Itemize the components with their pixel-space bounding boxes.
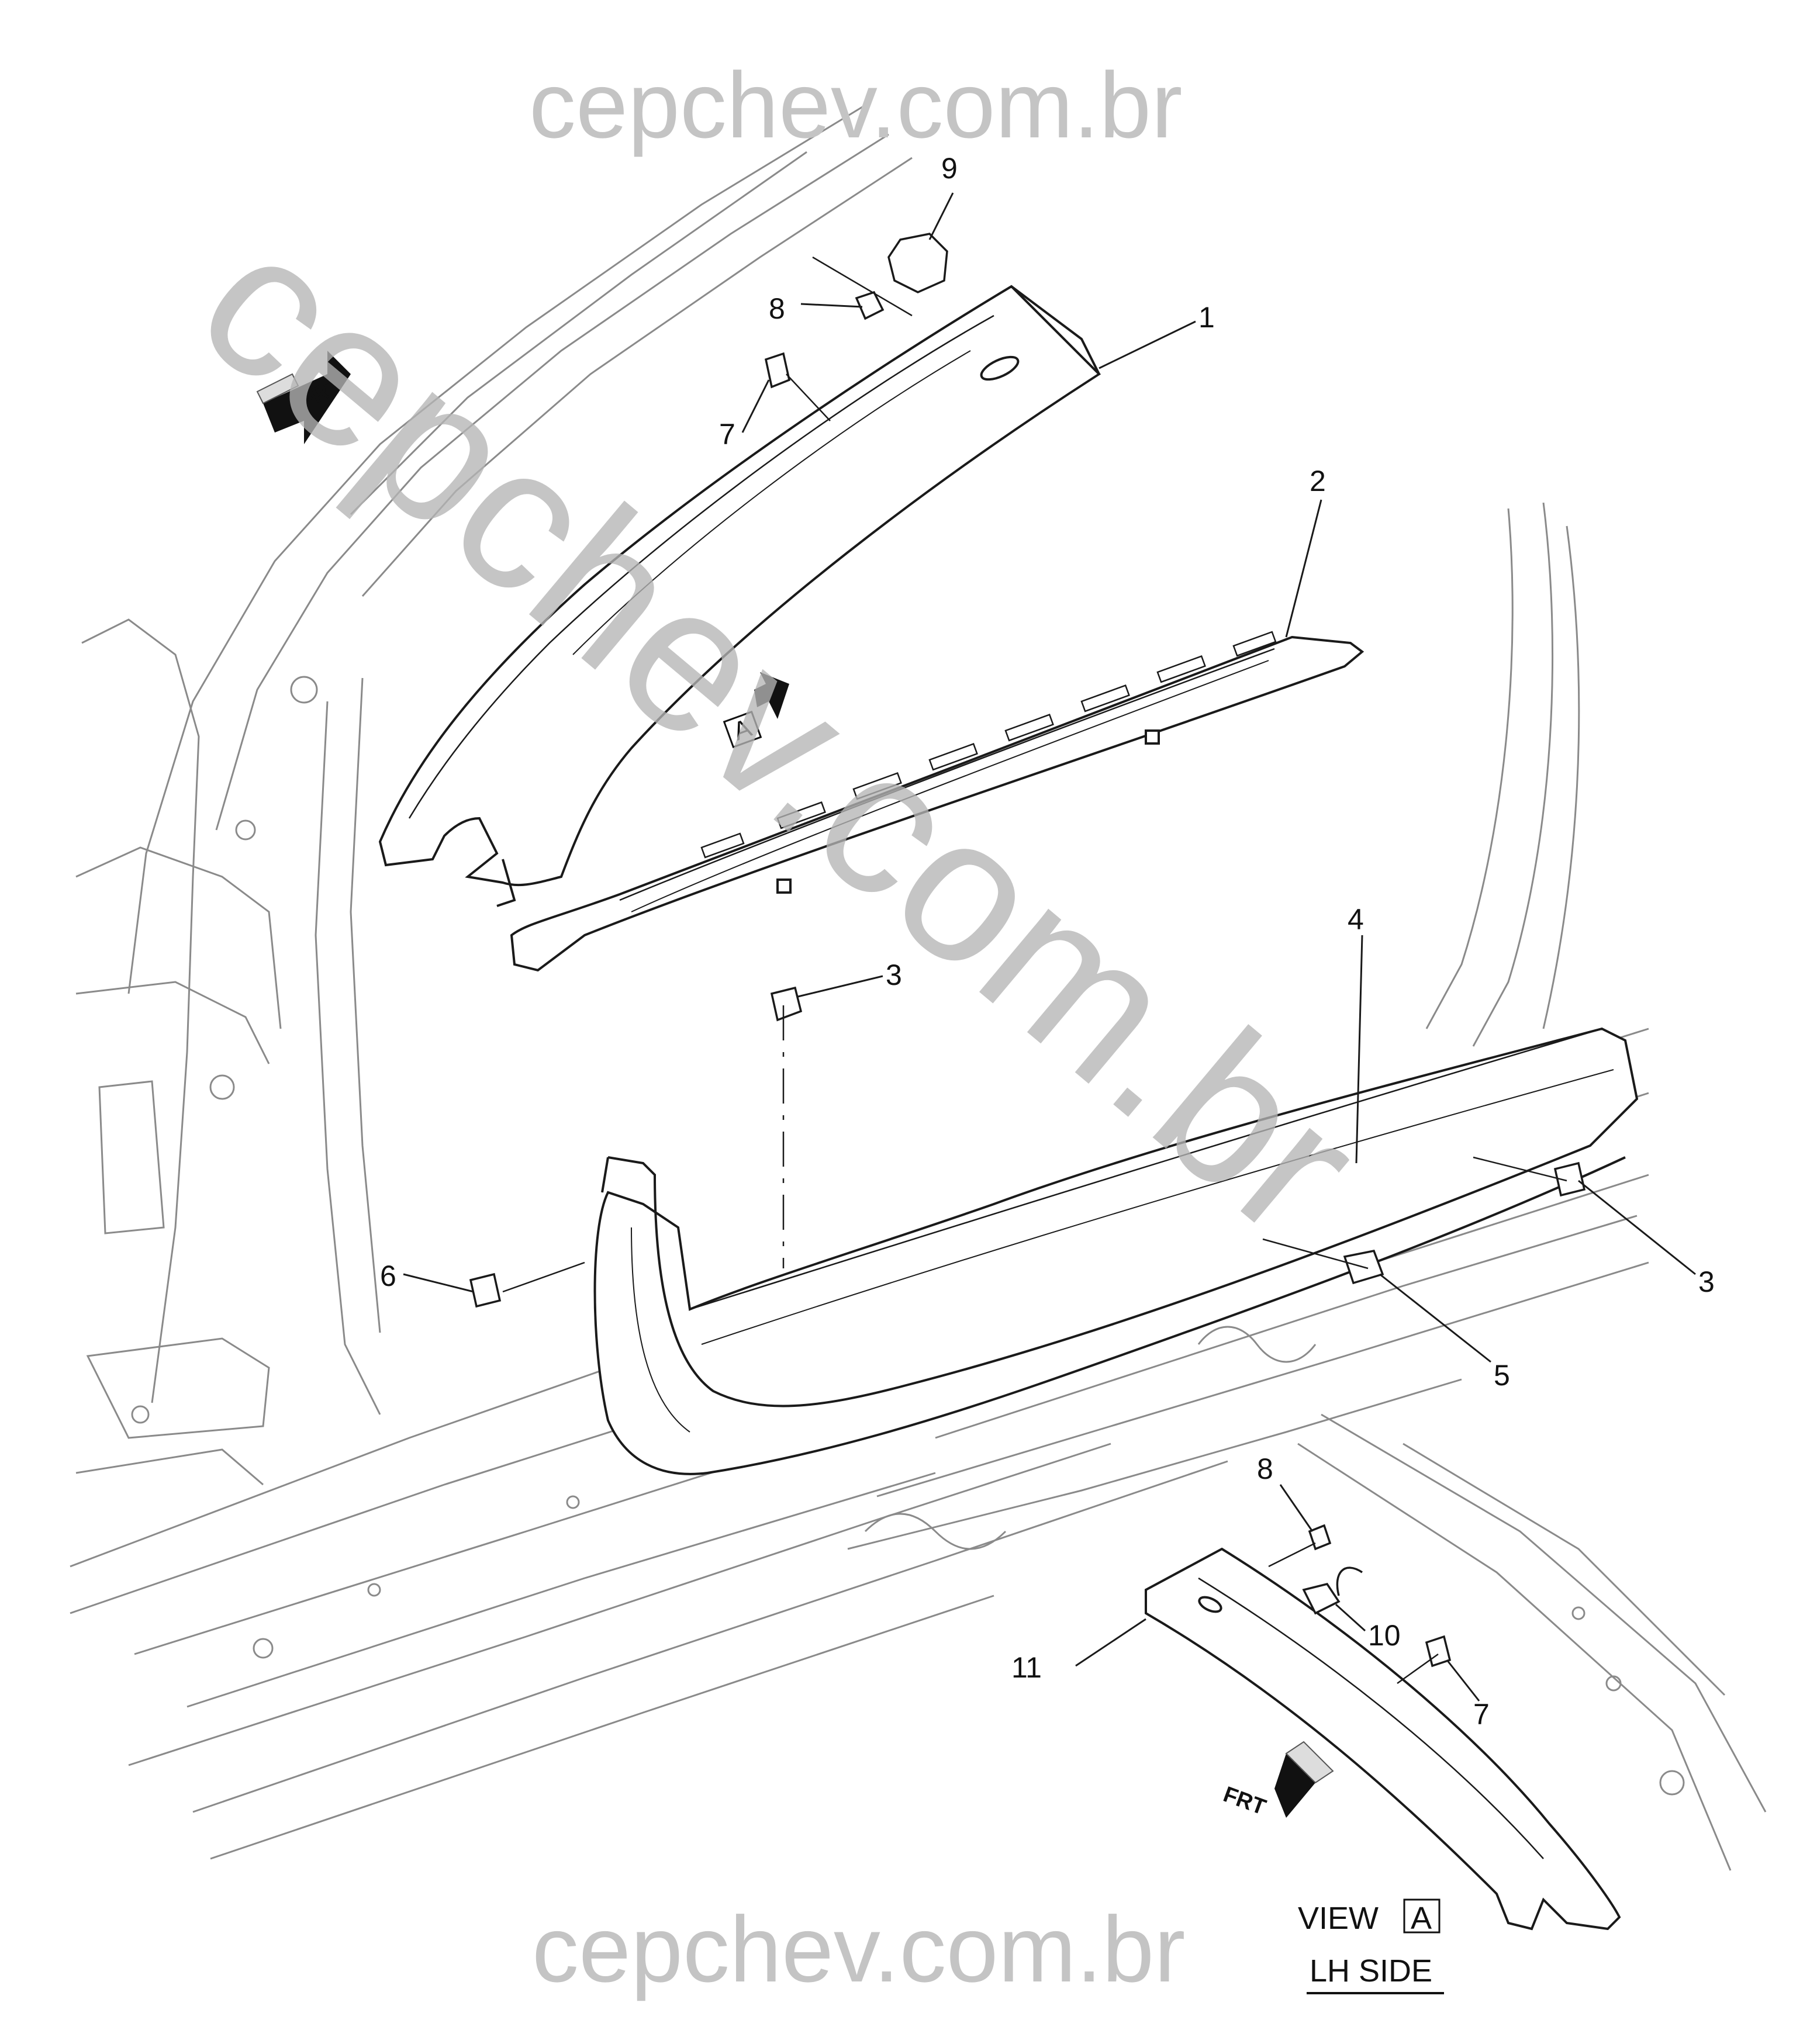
callout-7: 7 <box>719 418 735 451</box>
callout-5: 5 <box>1494 1359 1510 1392</box>
part-3-clip-icon <box>770 986 803 1022</box>
part-7-clip-icon <box>764 352 791 389</box>
part-6-clip-icon <box>469 1272 502 1308</box>
part-10-harness-icon <box>1302 1583 1341 1615</box>
callout-3-right: 3 <box>1698 1265 1715 1298</box>
part-2-front-sill-plate <box>510 631 1365 972</box>
part-8-clip-icon <box>855 290 885 320</box>
callout-8: 8 <box>769 292 785 325</box>
callout-9: 9 <box>941 152 958 185</box>
callout-2: 2 <box>1310 465 1326 497</box>
installation-lines <box>502 256 1567 1685</box>
vehicle-body-structure <box>70 104 1767 1871</box>
part-3-clip-right-icon <box>1553 1161 1586 1197</box>
part-8-clip-lower-icon <box>1308 1524 1332 1551</box>
view-a-caption: VIEW A LH SIDE <box>1298 1898 1444 1994</box>
callout-leaders <box>403 192 1696 1701</box>
watermark-diagonal: cepchev.com.br <box>158 186 1401 1280</box>
frt-label-bottom: FRT <box>1220 1782 1269 1820</box>
view-a-arrow-icon <box>754 672 789 719</box>
front-direction-arrow-icon <box>256 351 351 444</box>
part-4-rocker-sill-trim <box>593 1027 1639 1475</box>
callout-11: 11 <box>1011 1651 1042 1684</box>
view-side-label: LH SIDE <box>1310 1953 1432 1988</box>
part-9-grommet-icon <box>887 233 948 293</box>
watermark-bottom: cepchev.com.br <box>532 1897 1186 2001</box>
watermarks: cepchev.com.br cepchev.com.br cepchev.co… <box>158 53 1401 2001</box>
callout-3: 3 <box>886 959 902 991</box>
front-direction-arrow-bottom: FRT <box>1220 1741 1334 1820</box>
front-direction-arrow-bottom-icon <box>1274 1741 1334 1818</box>
callouts: 9 8 1 7 2 3 4 6 3 5 8 10 11 7 <box>380 152 1715 1731</box>
view-a-arrow: A <box>723 672 789 749</box>
watermark-top: cepchev.com.br <box>529 53 1183 157</box>
callout-10: 10 <box>1368 1619 1401 1652</box>
callout-4: 4 <box>1348 903 1364 936</box>
part-11-lh-pillar-trim <box>1145 1547 1621 1931</box>
clips-and-fasteners <box>469 233 1586 1668</box>
callout-8-lower: 8 <box>1257 1452 1273 1485</box>
part-1-windshield-pillar-trim <box>378 285 1101 907</box>
callout-7-lower: 7 <box>1473 1698 1490 1731</box>
callout-1: 1 <box>1198 301 1215 334</box>
view-word: VIEW <box>1298 1901 1379 1936</box>
part-7-clip-lower-icon <box>1425 1635 1452 1668</box>
view-letter: A <box>1411 1901 1432 1936</box>
callout-6: 6 <box>380 1260 396 1292</box>
